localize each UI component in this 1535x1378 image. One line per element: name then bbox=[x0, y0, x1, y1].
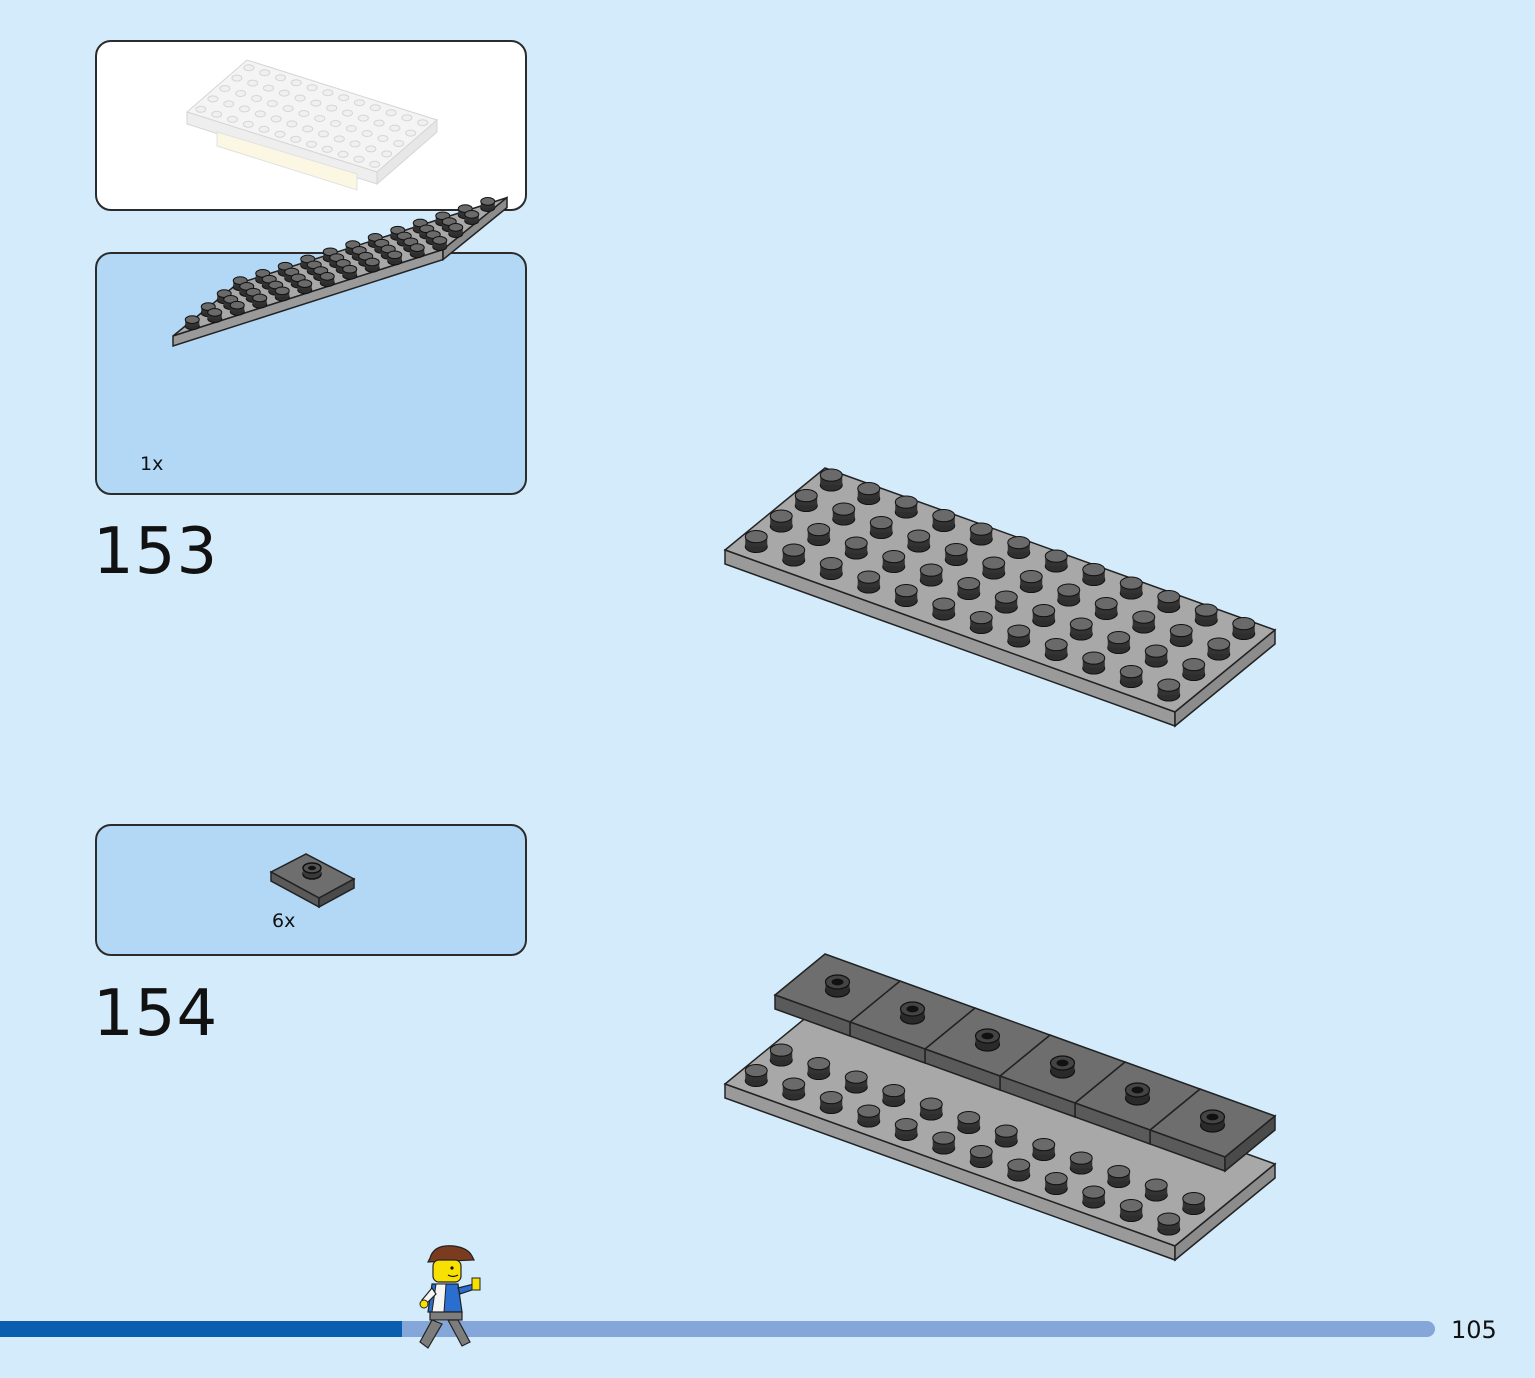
part-quantity: 1x bbox=[140, 453, 164, 475]
progress-complete bbox=[0, 1321, 402, 1337]
step-number-153: 153 bbox=[93, 515, 219, 589]
dark-gray-jumper-plate-2x2-icon bbox=[269, 853, 356, 909]
stud-grid bbox=[744, 468, 1256, 702]
page-number: 105 bbox=[1451, 1316, 1497, 1344]
jumper-tile bbox=[998, 1034, 1127, 1119]
jumper-tile bbox=[773, 953, 902, 1038]
minifigure-mascot-icon bbox=[419, 1245, 481, 1349]
faded-assembly-icon bbox=[185, 59, 439, 191]
part-quantity: 6x bbox=[272, 910, 296, 932]
progress-bar bbox=[0, 1321, 1435, 1337]
jumper-tile bbox=[1148, 1088, 1277, 1173]
step-number-154: 154 bbox=[93, 977, 219, 1051]
parts-panel-step-154: 6x bbox=[95, 824, 527, 956]
step-154-build-illustration bbox=[723, 953, 1277, 1262]
jumper-tile bbox=[1073, 1061, 1202, 1146]
stud-grid bbox=[184, 197, 496, 331]
step-153-build-illustration bbox=[723, 467, 1277, 728]
context-panel bbox=[95, 40, 527, 211]
gray-plate-4x12-icon bbox=[172, 196, 508, 348]
parts-panel-step-153: 1x bbox=[95, 196, 527, 495]
stud-grid bbox=[744, 1043, 1206, 1236]
